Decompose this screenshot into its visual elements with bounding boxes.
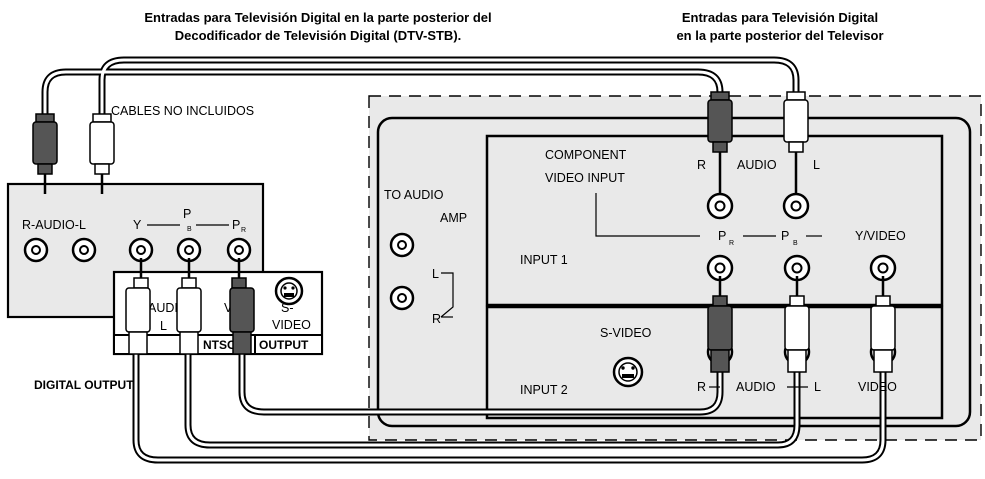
input1-r-label: R	[697, 158, 706, 172]
input1-l-label: L	[813, 158, 820, 172]
stb-plug-pr	[229, 258, 255, 355]
cables-note: CABLES NO INCLUIDOS	[111, 104, 254, 118]
component-label-2: VIDEO INPUT	[545, 171, 625, 185]
tv-title-line1: Entradas para Televisión Digital	[682, 10, 878, 25]
input2-svideo-jack	[612, 356, 644, 388]
tv-title-line2: en la parte posterior del Televisor	[676, 28, 883, 43]
tv-plug-pb	[784, 276, 810, 373]
component-cables	[132, 348, 887, 464]
input1-yvideo-label: Y/VIDEO	[855, 229, 906, 243]
component-label-1: COMPONENT	[545, 148, 627, 162]
amp-l-label: L	[432, 267, 439, 281]
amp-jack-l	[389, 232, 415, 258]
stb-plug-pb	[176, 258, 202, 355]
ntsc-l-label: L	[160, 319, 167, 333]
input1-pb-label: P	[781, 229, 789, 243]
amp-jack-r	[389, 285, 415, 311]
input1-pb-sub: B	[793, 240, 798, 247]
input2-video-label: VIDEO	[858, 380, 897, 394]
stb-y-label: Y	[133, 218, 142, 232]
stb-title-line1: Entradas para Televisión Digital en la p…	[144, 10, 491, 25]
input2-label: INPUT 2	[520, 383, 568, 397]
stb-jack-pr	[226, 237, 252, 263]
input2-l-label: L	[814, 380, 821, 394]
tv-plug-pr	[707, 276, 733, 373]
input2-r-label: R	[697, 380, 706, 394]
stb-pb-sub: B	[187, 226, 192, 233]
input1-pr-label: P	[718, 229, 726, 243]
input2-audio-label: AUDIO	[736, 380, 776, 394]
input1-pr-sub: R	[729, 240, 734, 247]
stb-audio-plug-l	[89, 113, 115, 194]
stb-svideo-jack	[274, 276, 304, 306]
stb-pb-label: P	[183, 207, 191, 221]
stb-audio-plug-r	[32, 113, 58, 194]
stb-title-line2: Decodificador de Televisión Digital (DTV…	[175, 28, 462, 43]
stb-jack-audio-r	[23, 237, 49, 263]
amp-label: AMP	[440, 211, 467, 225]
stb-jack-pb	[176, 237, 202, 263]
stb-jack-y	[128, 237, 154, 263]
digital-output-label: DIGITAL OUTPUT	[34, 378, 134, 392]
input1-label: INPUT 1	[520, 253, 568, 267]
ntsc-svideo-label: VIDEO	[272, 318, 311, 332]
tv-plug-y	[870, 276, 896, 373]
input2-svideo-label: S-VIDEO	[600, 326, 652, 340]
stb-plug-y	[125, 258, 151, 355]
input1-audio-label: AUDIO	[737, 158, 777, 172]
tv-audio-plug-r	[707, 91, 733, 196]
to-audio-label: TO AUDIO	[384, 188, 444, 202]
tv-jack-yvideo	[869, 254, 897, 282]
amp-r-label: R	[432, 312, 441, 326]
output-label: OUTPUT	[259, 338, 309, 352]
ntsc-audio-partial: AUDI	[148, 301, 178, 315]
tv-jack-audio-l	[782, 192, 810, 220]
tv-audio-plug-l	[783, 91, 809, 196]
stb-audio-label: R-AUDIO-L	[22, 218, 86, 232]
stb-pr-sub: R	[241, 227, 246, 234]
tv-jack-audio-r	[706, 192, 734, 220]
stb-jack-audio-l	[71, 237, 97, 263]
ntsc-label: NTSC	[203, 338, 236, 352]
stb-pr-label: P	[232, 218, 240, 232]
tv-back-panel	[368, 95, 982, 441]
